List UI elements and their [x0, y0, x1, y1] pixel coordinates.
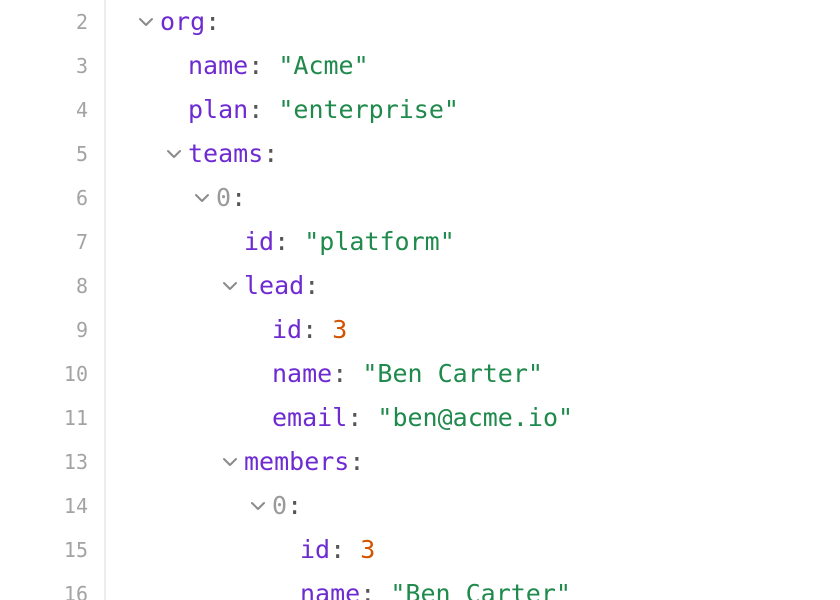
- space: [362, 403, 377, 432]
- line-number: 2: [75, 10, 88, 34]
- code-line: 3 name: "Acme": [0, 44, 840, 88]
- line-number: 14: [63, 494, 88, 518]
- code-line: 15 id: 3: [0, 528, 840, 572]
- colon: :: [205, 7, 221, 36]
- array-index: 0: [272, 491, 288, 520]
- code-content: 0:: [194, 182, 246, 214]
- code-line: 10 name: "Ben Carter": [0, 352, 840, 396]
- code-content: id: "platform": [244, 226, 455, 258]
- space: [263, 51, 278, 80]
- colon: :: [263, 139, 279, 168]
- code-line: 11 email: "ben@acme.io": [0, 396, 840, 440]
- colon: :: [231, 183, 247, 212]
- code-content: plan: "enterprise": [188, 94, 459, 126]
- code-line: 9 id: 3: [0, 308, 840, 352]
- chevron-down-icon[interactable]: [222, 270, 240, 302]
- code-line: 7 id: "platform": [0, 220, 840, 264]
- line-number: 16: [63, 582, 88, 600]
- code-line: 14 0:: [0, 484, 840, 528]
- property-key: id: [300, 535, 331, 564]
- string-value: "platform": [304, 227, 455, 256]
- line-number: 5: [75, 142, 88, 166]
- string-value: "Acme": [278, 51, 369, 80]
- line-number: 6: [75, 186, 88, 210]
- code-content: id: 3: [300, 534, 375, 566]
- code-line: 5 teams:: [0, 132, 840, 176]
- code-content: 0:: [250, 490, 302, 522]
- line-number: 10: [63, 362, 88, 386]
- colon: :: [248, 95, 264, 124]
- space: [347, 359, 362, 388]
- property-key: plan: [188, 95, 249, 124]
- code-content: name: "Acme": [188, 50, 369, 82]
- code-line: 13 members:: [0, 440, 840, 484]
- line-number: 15: [63, 538, 88, 562]
- string-value: "Ben Carter": [390, 579, 571, 600]
- number-value: 3: [332, 315, 348, 344]
- line-number: 13: [63, 450, 88, 474]
- code-line: 6 0:: [0, 176, 840, 220]
- property-key: name: [300, 579, 361, 600]
- property-key: members: [244, 447, 350, 476]
- chevron-down-icon[interactable]: [194, 182, 212, 214]
- colon: :: [349, 447, 365, 476]
- code-line: 2 org:: [0, 0, 840, 44]
- code-content: org:: [138, 6, 220, 38]
- chevron-down-icon[interactable]: [222, 446, 240, 478]
- array-index: 0: [216, 183, 232, 212]
- space: [263, 95, 278, 124]
- space: [375, 579, 390, 600]
- colon: :: [248, 51, 264, 80]
- colon: :: [332, 359, 348, 388]
- line-number: 4: [75, 98, 88, 122]
- colon: :: [287, 491, 303, 520]
- code-content: teams:: [166, 138, 278, 170]
- property-key: teams: [188, 139, 264, 168]
- property-key: lead: [244, 271, 305, 300]
- string-value: "ben@acme.io": [377, 403, 574, 432]
- chevron-down-icon[interactable]: [138, 6, 156, 38]
- colon: :: [302, 315, 318, 344]
- property-key: name: [272, 359, 333, 388]
- property-key: id: [272, 315, 303, 344]
- code-content: lead:: [222, 270, 319, 302]
- colon: :: [360, 579, 376, 600]
- line-number: 7: [75, 230, 88, 254]
- property-key: email: [272, 403, 348, 432]
- space: [345, 535, 360, 564]
- property-key: id: [244, 227, 275, 256]
- code-line: 8 lead:: [0, 264, 840, 308]
- code-content: email: "ben@acme.io": [272, 402, 573, 434]
- space: [289, 227, 304, 256]
- line-number: 8: [75, 274, 88, 298]
- property-key: name: [188, 51, 249, 80]
- colon: :: [304, 271, 320, 300]
- colon: :: [330, 535, 346, 564]
- chevron-down-icon[interactable]: [166, 138, 184, 170]
- code-line: 4 plan: "enterprise": [0, 88, 840, 132]
- string-value: "Ben Carter": [362, 359, 543, 388]
- colon: :: [347, 403, 363, 432]
- property-key: org: [160, 7, 206, 36]
- line-number: 11: [63, 406, 88, 430]
- code-content: name: "Ben Carter": [272, 358, 543, 390]
- line-number: 3: [75, 54, 88, 78]
- code-content: id: 3: [272, 314, 347, 346]
- chevron-down-icon[interactable]: [250, 490, 268, 522]
- space: [317, 315, 332, 344]
- colon: :: [274, 227, 290, 256]
- code-content: name: "Ben Carter": [300, 578, 571, 600]
- gutter-divider: [104, 0, 106, 600]
- line-number: 9: [75, 318, 88, 342]
- code-content: members:: [222, 446, 364, 478]
- string-value: "enterprise": [278, 95, 459, 124]
- number-value: 3: [360, 535, 376, 564]
- code-line: 16 name: "Ben Carter": [0, 572, 840, 600]
